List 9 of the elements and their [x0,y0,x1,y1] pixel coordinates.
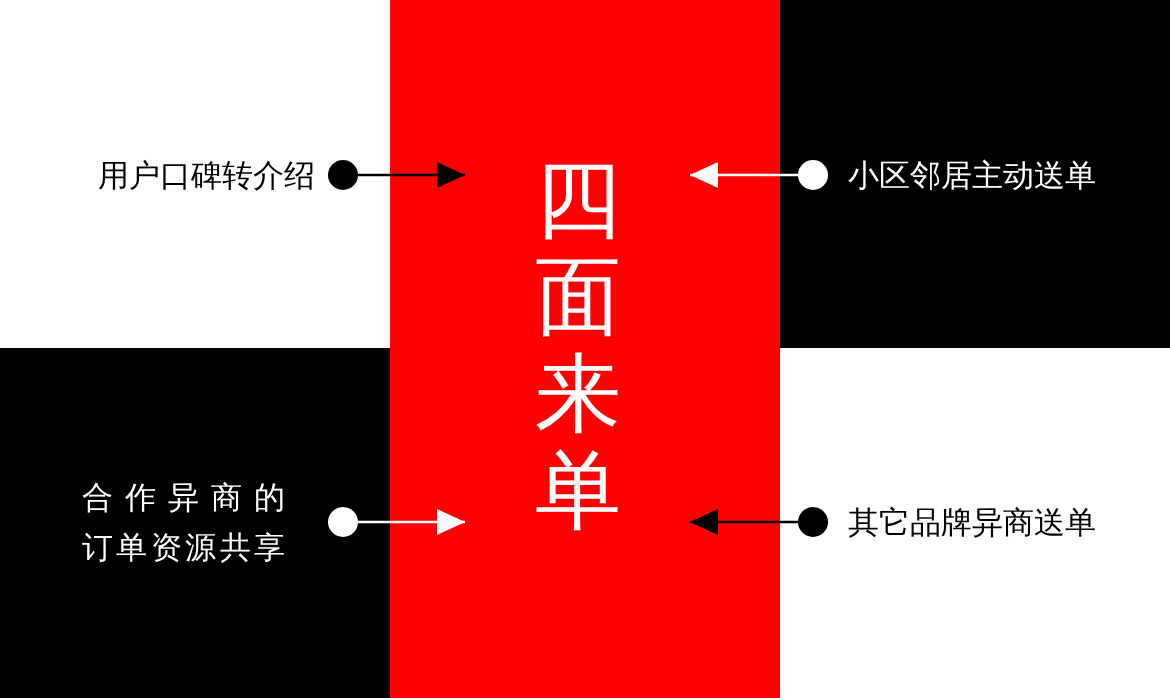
arrow [328,160,465,190]
source-label: 小区邻居主动送单 [828,150,1128,200]
vertical-title: 四面来单 [467,140,688,550]
source-label: 合作异商的订单资源共享 [82,472,328,572]
source-label: 用户口碑转介绍 [60,150,328,200]
arrow [328,507,465,537]
arrow [690,507,828,537]
arrow [690,160,828,190]
source-label: 其它品牌异商送单 [828,497,1128,547]
